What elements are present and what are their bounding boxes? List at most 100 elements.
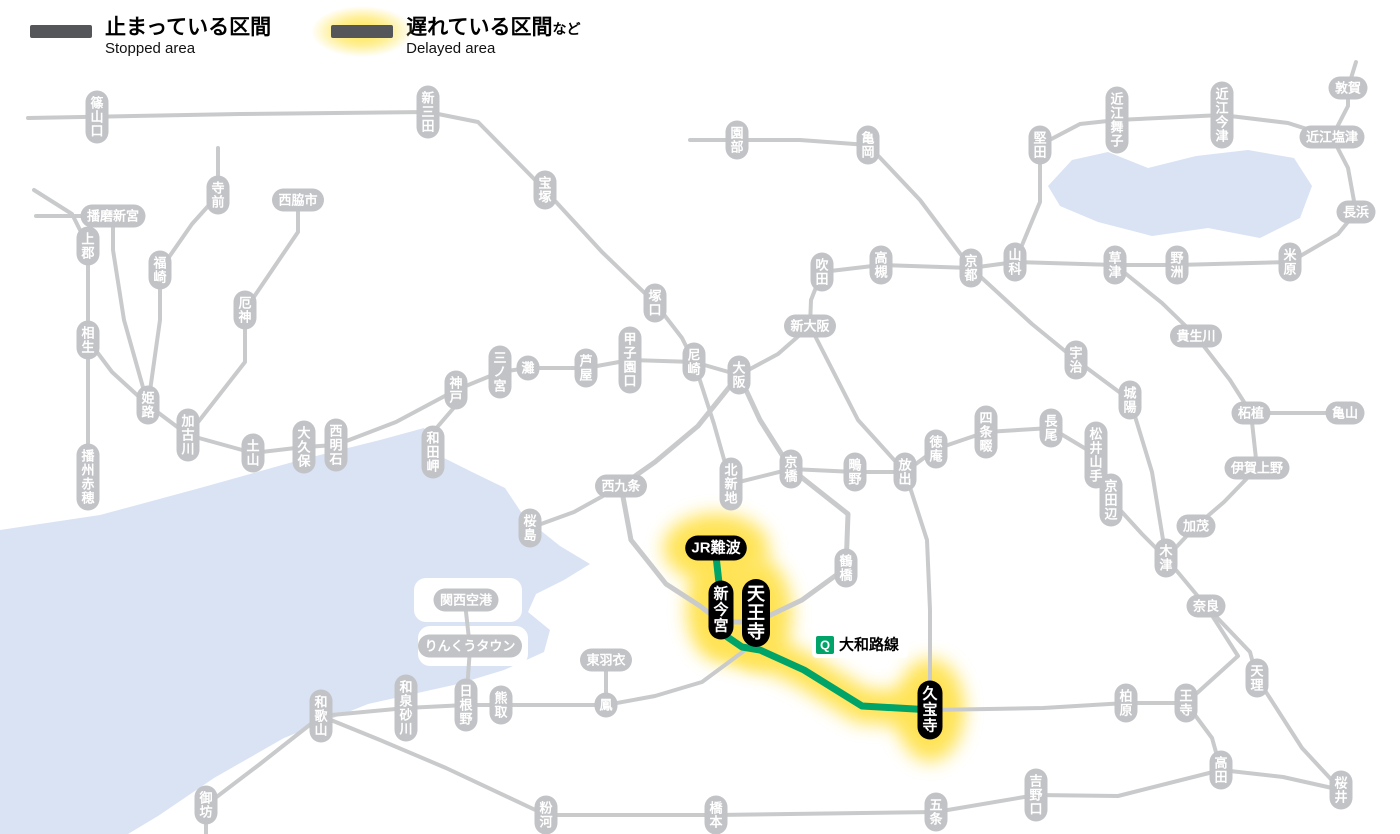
station-pill: 京田辺 bbox=[1099, 473, 1123, 527]
station-pill: 西脇市 bbox=[272, 188, 324, 212]
station-pill: 柘植 bbox=[1231, 401, 1271, 425]
station-pill: 鶴橋 bbox=[834, 548, 858, 588]
line-name-label: 大和路線 bbox=[839, 636, 899, 654]
station-pill: 姫路 bbox=[136, 385, 160, 425]
station-pill: 寺前 bbox=[206, 175, 230, 215]
svg-text:西脇市: 西脇市 bbox=[278, 193, 317, 208]
svg-text:JR難波: JR難波 bbox=[691, 539, 741, 557]
svg-text:敦賀: 敦賀 bbox=[1335, 81, 1361, 96]
fukuchiyama-line bbox=[26, 110, 696, 364]
svg-text:塚口: 塚口 bbox=[648, 289, 661, 318]
svg-text:園部: 園部 bbox=[730, 126, 743, 155]
legend-delayed-title: 遅れている区間など bbox=[406, 16, 580, 40]
station-pill: 土山 bbox=[241, 433, 265, 473]
svg-text:京都: 京都 bbox=[963, 254, 977, 283]
svg-text:近江今津: 近江今津 bbox=[1214, 87, 1229, 144]
station-pill: 近江今津 bbox=[1210, 81, 1234, 149]
station-pill: 伊賀上野 bbox=[1224, 456, 1290, 480]
svg-text:堅田: 堅田 bbox=[1033, 131, 1046, 160]
station-pill: 敦賀 bbox=[1328, 76, 1368, 100]
station-pill: 播州赤穂 bbox=[76, 443, 100, 511]
station-pill: 芦屋 bbox=[574, 348, 598, 388]
station-pill: 米原 bbox=[1278, 242, 1302, 282]
svg-text:土山: 土山 bbox=[246, 439, 259, 468]
svg-text:熊取: 熊取 bbox=[494, 691, 508, 720]
station-pill: 吹田 bbox=[810, 252, 834, 292]
station-pill: 京橋 bbox=[779, 449, 803, 489]
station-pill-alert: JR難波 bbox=[685, 535, 747, 561]
svg-text:山科: 山科 bbox=[1008, 248, 1021, 277]
station-pill: 関西空港 bbox=[433, 588, 499, 612]
stations-layer: 篠山口新三田宝塚園部亀岡堅田近江舞子近江今津敦賀近江塩津長浜米原野洲草津山科京都… bbox=[76, 76, 1376, 834]
station-pill: 篠山口 bbox=[85, 90, 109, 144]
station-pill: 御坊 bbox=[194, 785, 218, 825]
lake-biwa bbox=[1048, 150, 1312, 238]
station-pill: 高田 bbox=[1209, 750, 1233, 790]
station-pill: 天理 bbox=[1245, 658, 1269, 698]
station-pill: 亀山 bbox=[1325, 401, 1365, 425]
svg-text:京橋: 京橋 bbox=[784, 455, 798, 484]
svg-text:和歌山: 和歌山 bbox=[314, 695, 328, 738]
station-pill: 山科 bbox=[1003, 242, 1027, 282]
svg-text:鶴橋: 鶴橋 bbox=[839, 554, 853, 583]
station-pill: 新三田 bbox=[416, 85, 440, 139]
station-pill: 長尾 bbox=[1039, 408, 1063, 448]
station-pill: 京都 bbox=[959, 248, 983, 288]
station-pill: 松井山手 bbox=[1084, 421, 1108, 489]
svg-text:大久保: 大久保 bbox=[296, 426, 311, 469]
svg-text:新大阪: 新大阪 bbox=[790, 319, 830, 334]
svg-text:御坊: 御坊 bbox=[198, 791, 212, 820]
station-pill: 堅田 bbox=[1028, 125, 1052, 165]
svg-text:天理: 天理 bbox=[1250, 664, 1264, 693]
station-pill: 木津 bbox=[1154, 538, 1178, 578]
svg-text:高槻: 高槻 bbox=[874, 251, 887, 280]
svg-text:木津: 木津 bbox=[1158, 544, 1173, 573]
svg-text:柘植: 柘植 bbox=[1237, 406, 1264, 421]
station-pill: 奈良 bbox=[1186, 594, 1226, 618]
station-pill: 福崎 bbox=[148, 250, 172, 290]
svg-text:鳳: 鳳 bbox=[599, 698, 612, 713]
svg-text:播州赤穂: 播州赤穂 bbox=[80, 449, 95, 506]
yamatoji-line-east bbox=[928, 604, 1240, 712]
station-pill-alert: 久宝寺 bbox=[917, 680, 943, 740]
svg-text:長尾: 長尾 bbox=[1044, 414, 1058, 443]
osaka-higashi-line-south bbox=[903, 470, 932, 684]
svg-text:尼崎: 尼崎 bbox=[687, 348, 700, 377]
svg-text:奈良: 奈良 bbox=[1192, 599, 1219, 614]
svg-text:りんくうタウン: りんくうタウン bbox=[425, 639, 516, 654]
svg-text:近江塩津: 近江塩津 bbox=[1306, 130, 1358, 145]
svg-text:和泉砂川: 和泉砂川 bbox=[398, 680, 413, 737]
svg-text:福崎: 福崎 bbox=[152, 256, 166, 285]
svg-text:柏原: 柏原 bbox=[1119, 689, 1132, 718]
svg-text:松井山手: 松井山手 bbox=[1089, 427, 1102, 484]
svg-text:和田岬: 和田岬 bbox=[426, 431, 439, 474]
station-pill: 四条畷 bbox=[974, 405, 998, 459]
station-pill: 桜島 bbox=[518, 508, 542, 548]
station-pill-alert: 新今宮 bbox=[708, 580, 734, 640]
svg-text:王寺: 王寺 bbox=[1179, 689, 1192, 718]
station-pill: 桜井 bbox=[1329, 770, 1353, 810]
svg-text:四条畷: 四条畷 bbox=[979, 411, 993, 454]
station-pill: 城陽 bbox=[1118, 380, 1142, 420]
delayed-line-swatch bbox=[311, 6, 414, 57]
osaka-bay bbox=[0, 428, 590, 834]
station-pill: 宝塚 bbox=[533, 170, 557, 210]
svg-text:天王寺: 天王寺 bbox=[747, 584, 766, 642]
station-pill: 吉野口 bbox=[1024, 768, 1048, 822]
station-pill: 北新地 bbox=[719, 457, 743, 511]
svg-text:大阪: 大阪 bbox=[732, 361, 746, 390]
station-pill: 大久保 bbox=[292, 420, 316, 474]
station-pill: 徳庵 bbox=[924, 429, 948, 469]
svg-text:寺前: 寺前 bbox=[211, 181, 224, 210]
station-pill-alert: 天王寺 bbox=[742, 579, 770, 647]
station-pill: 東羽衣 bbox=[580, 648, 632, 672]
svg-text:播磨新宮: 播磨新宮 bbox=[87, 209, 139, 224]
station-pill: 野洲 bbox=[1165, 245, 1189, 285]
station-pill: 和歌山 bbox=[309, 689, 333, 743]
svg-text:三ノ宮: 三ノ宮 bbox=[493, 351, 506, 394]
svg-text:高田: 高田 bbox=[1214, 756, 1227, 785]
station-pill: 甲子園口 bbox=[618, 326, 642, 394]
tokaido-sanyo-line bbox=[32, 188, 1292, 455]
